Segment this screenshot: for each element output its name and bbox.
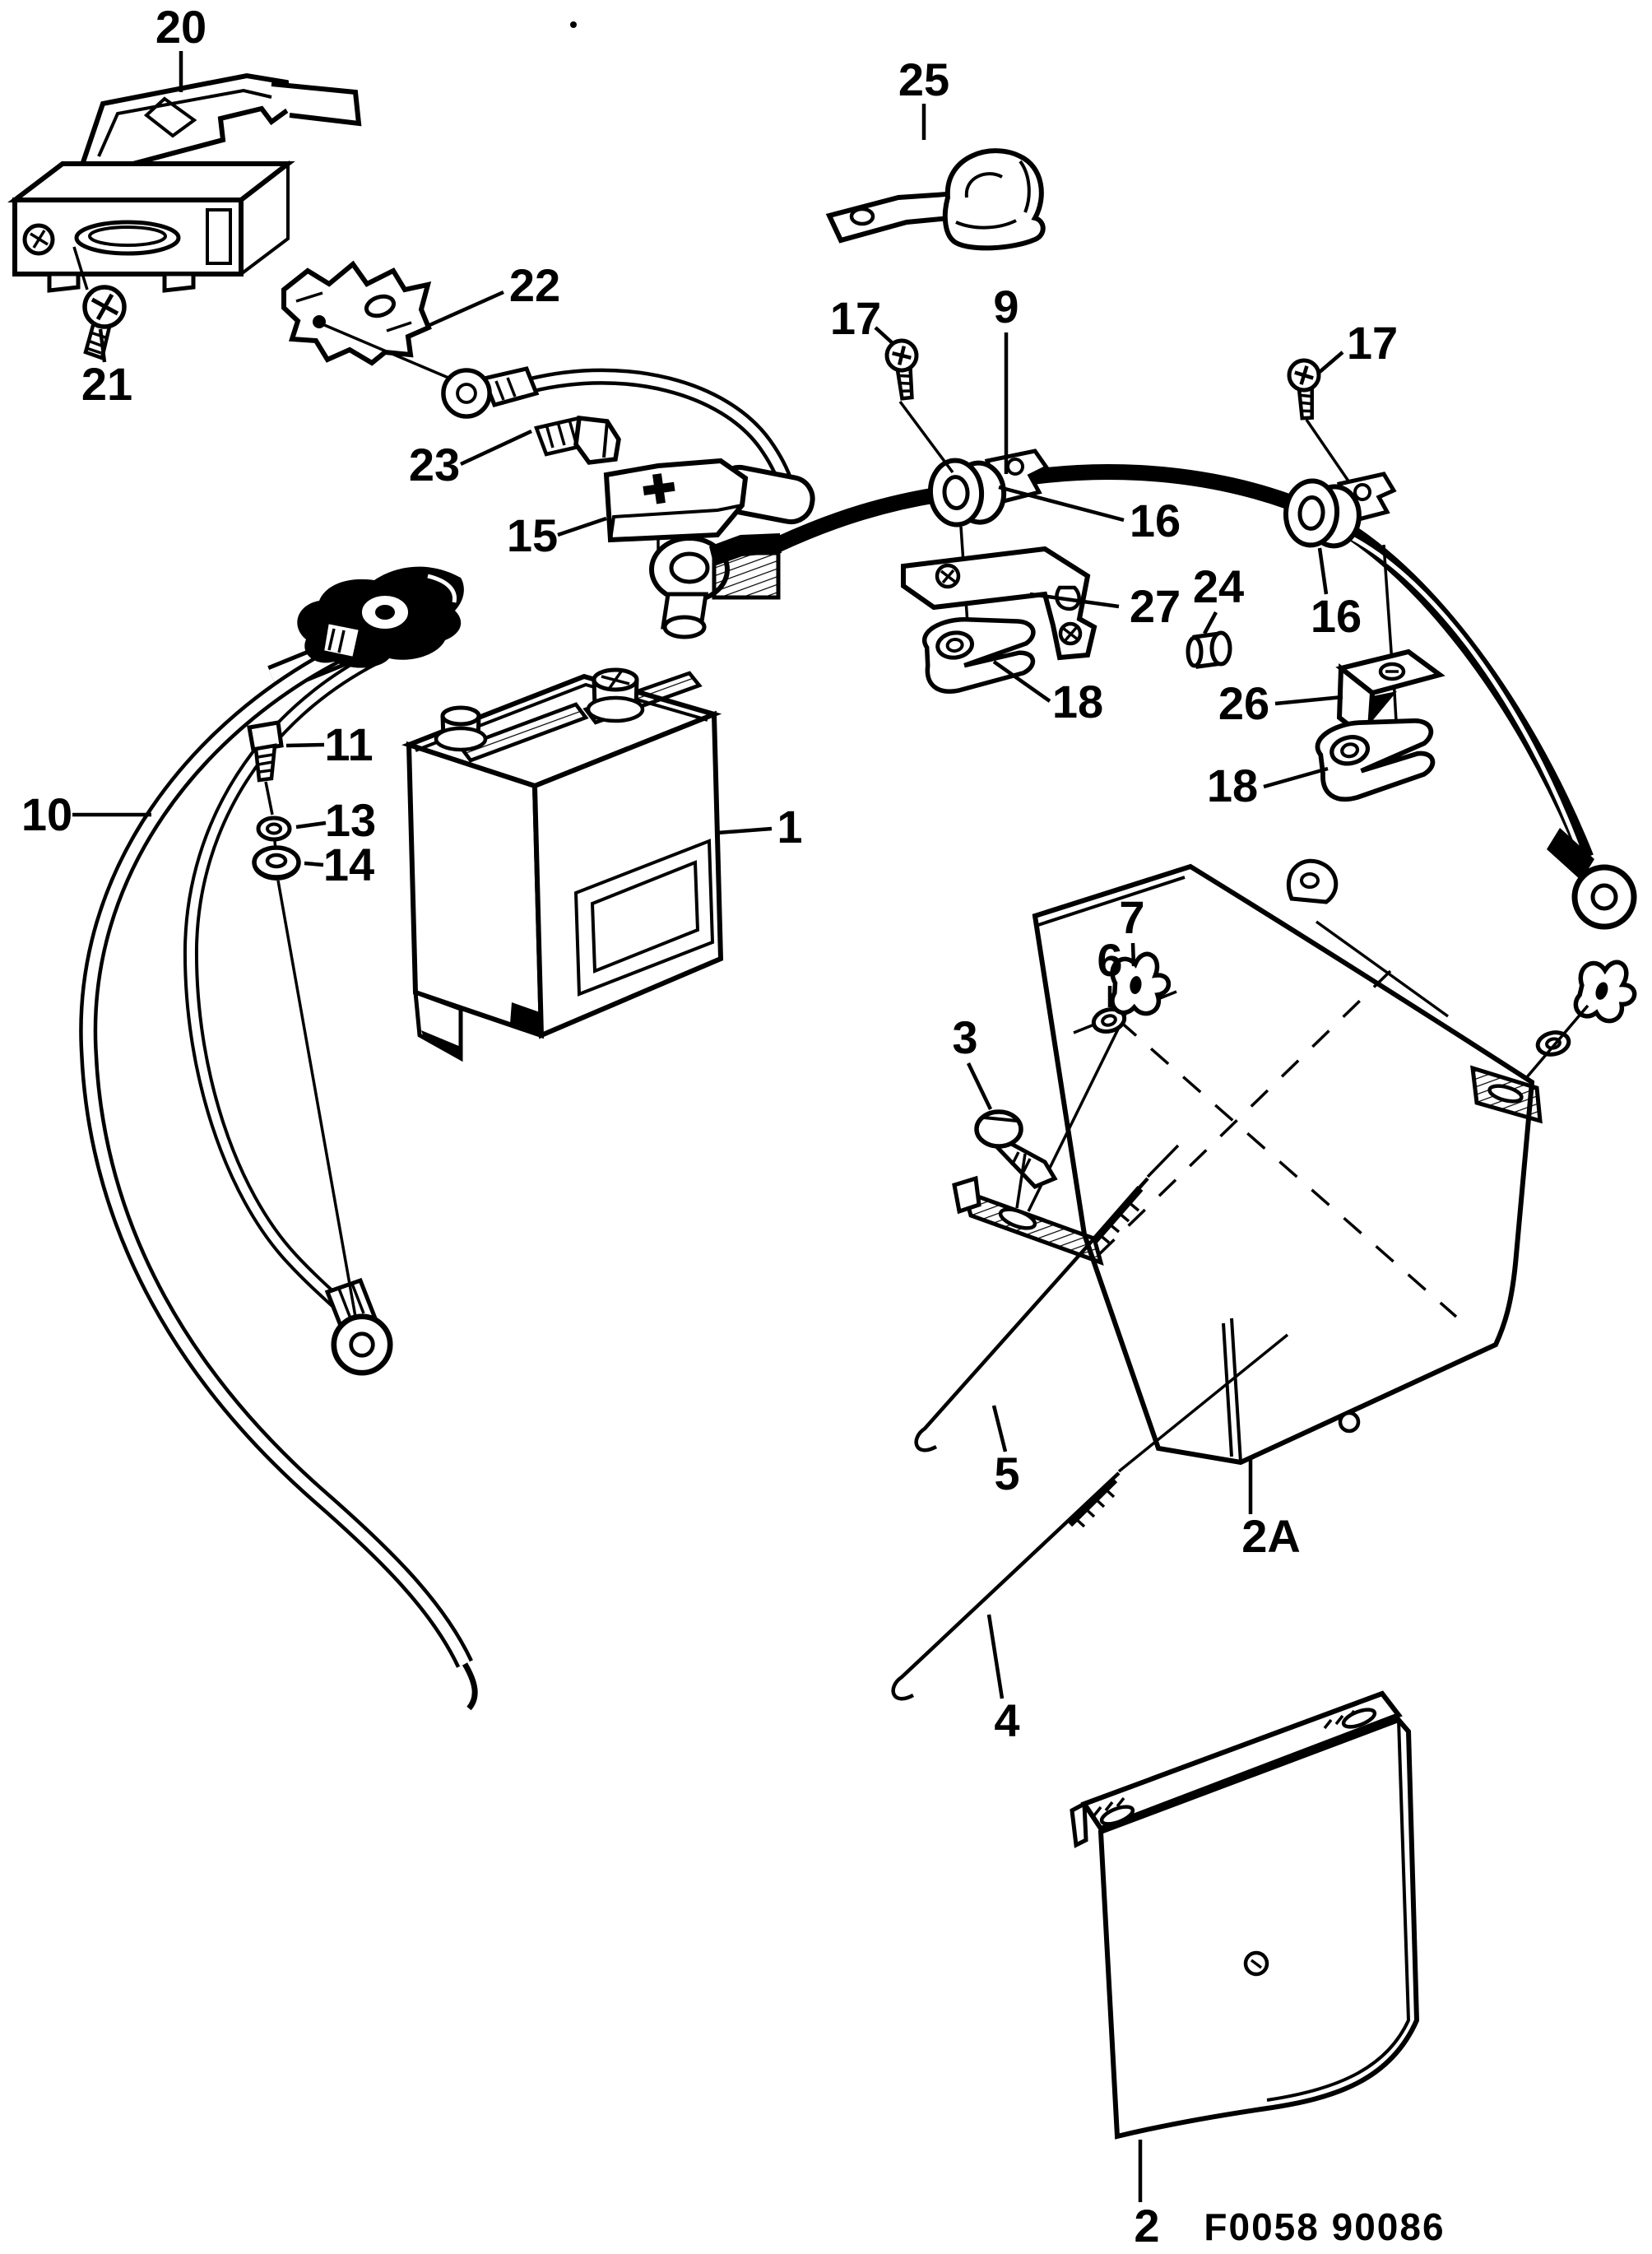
callout-6: 6 (1097, 934, 1122, 986)
callout-27: 27 (1130, 580, 1181, 632)
callout-16-right: 16 (1311, 590, 1362, 642)
rivet-24 (1186, 630, 1232, 669)
callout-4: 4 (994, 1694, 1019, 1746)
callout-15: 15 (507, 509, 558, 561)
callout-11: 11 (324, 718, 373, 770)
callout-2: 2 (1134, 2200, 1159, 2252)
callout-1: 1 (777, 801, 802, 853)
callout-10: 10 (21, 788, 72, 840)
washer-13 (258, 818, 290, 839)
callout-18-right: 18 (1207, 760, 1258, 811)
callout-21: 21 (81, 358, 132, 410)
callouts: 20 21 22 23 25 15 17 9 17 16 16 27 24 26… (21, 1, 1445, 2252)
callout-5: 5 (994, 1448, 1019, 1499)
figure-code: F0058 90086 (1204, 2205, 1445, 2248)
callout-16-left: 16 (1130, 495, 1181, 546)
screw-17-left (885, 339, 921, 399)
angle-bracket-26 (1335, 648, 1446, 746)
callout-20: 20 (155, 1, 206, 53)
hook-rod-5 (914, 1144, 1180, 1452)
battery-post-left (434, 705, 488, 752)
bolt-3 (974, 1109, 1058, 1209)
wing-nut-right (1569, 952, 1642, 1029)
callout-26: 26 (1218, 677, 1269, 729)
callout-14: 14 (323, 839, 374, 890)
battery (401, 667, 724, 1062)
hook-rod-4 (891, 1333, 1289, 1701)
washer-14 (252, 845, 301, 881)
negative-battery-cable (79, 642, 478, 1711)
battery-side-panel-2 (1070, 1690, 1420, 2140)
callout-3: 3 (952, 1011, 977, 1063)
positive-terminal-cover (603, 458, 815, 553)
bolt-11 (247, 720, 284, 783)
cable-clip-25 (825, 148, 1046, 251)
callout-18-left: 18 (1052, 676, 1103, 727)
battery-cover-2A (952, 858, 1543, 1466)
battery-post-right (586, 667, 645, 723)
callout-9: 9 (993, 281, 1019, 332)
fuse-holder-assembly (7, 72, 362, 293)
grommet-right (1283, 472, 1397, 548)
screw-17-right (1288, 360, 1321, 419)
callout-2A: 2A (1241, 1510, 1301, 1562)
callout-24: 24 (1193, 560, 1244, 612)
print-speck (570, 21, 577, 28)
callout-17-right: 17 (1347, 317, 1398, 369)
positive-clamp (649, 533, 782, 639)
callout-23: 23 (409, 439, 460, 490)
clip-nut-right (1313, 708, 1441, 804)
positive-battery-cable (774, 463, 1634, 927)
hex-bolt-23 (533, 415, 621, 465)
callout-22: 22 (509, 259, 560, 311)
callout-25: 25 (898, 53, 949, 105)
callout-17-left: 17 (830, 292, 881, 344)
callout-7: 7 (1119, 891, 1144, 943)
negative-clamp (297, 566, 464, 668)
callout-13: 13 (325, 794, 376, 846)
serrated-mounting-plate (281, 260, 455, 382)
